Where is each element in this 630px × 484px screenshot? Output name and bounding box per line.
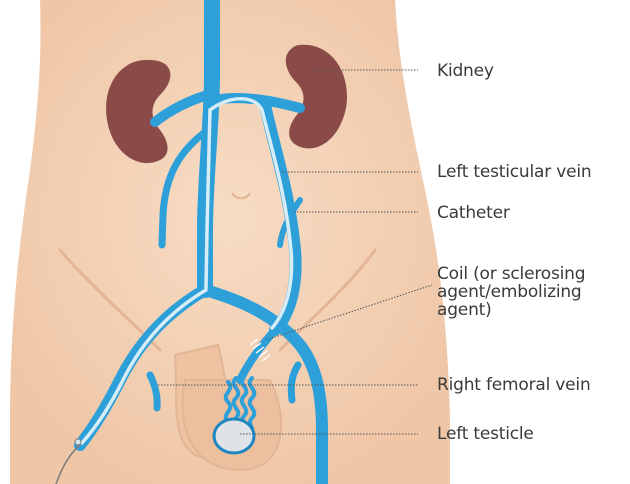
label-coil-line-2: agent/embolizing (437, 283, 630, 301)
label-catheter: Catheter (437, 204, 510, 222)
label-left-testicular-vein: Left testicular vein (437, 163, 591, 181)
label-left-testicle: Left testicle (437, 425, 534, 443)
catheter-entry-marker (75, 439, 81, 445)
label-coil-line-3: agent) (437, 301, 630, 319)
label-kidney: Kidney (437, 62, 494, 80)
label-coil: Coil (or sclerosing agent/embolizing age… (437, 265, 630, 319)
label-right-femoral-vein: Right femoral vein (437, 376, 591, 394)
left-testicle-shape (214, 419, 254, 453)
label-coil-line-1: Coil (or sclerosing (437, 265, 630, 283)
